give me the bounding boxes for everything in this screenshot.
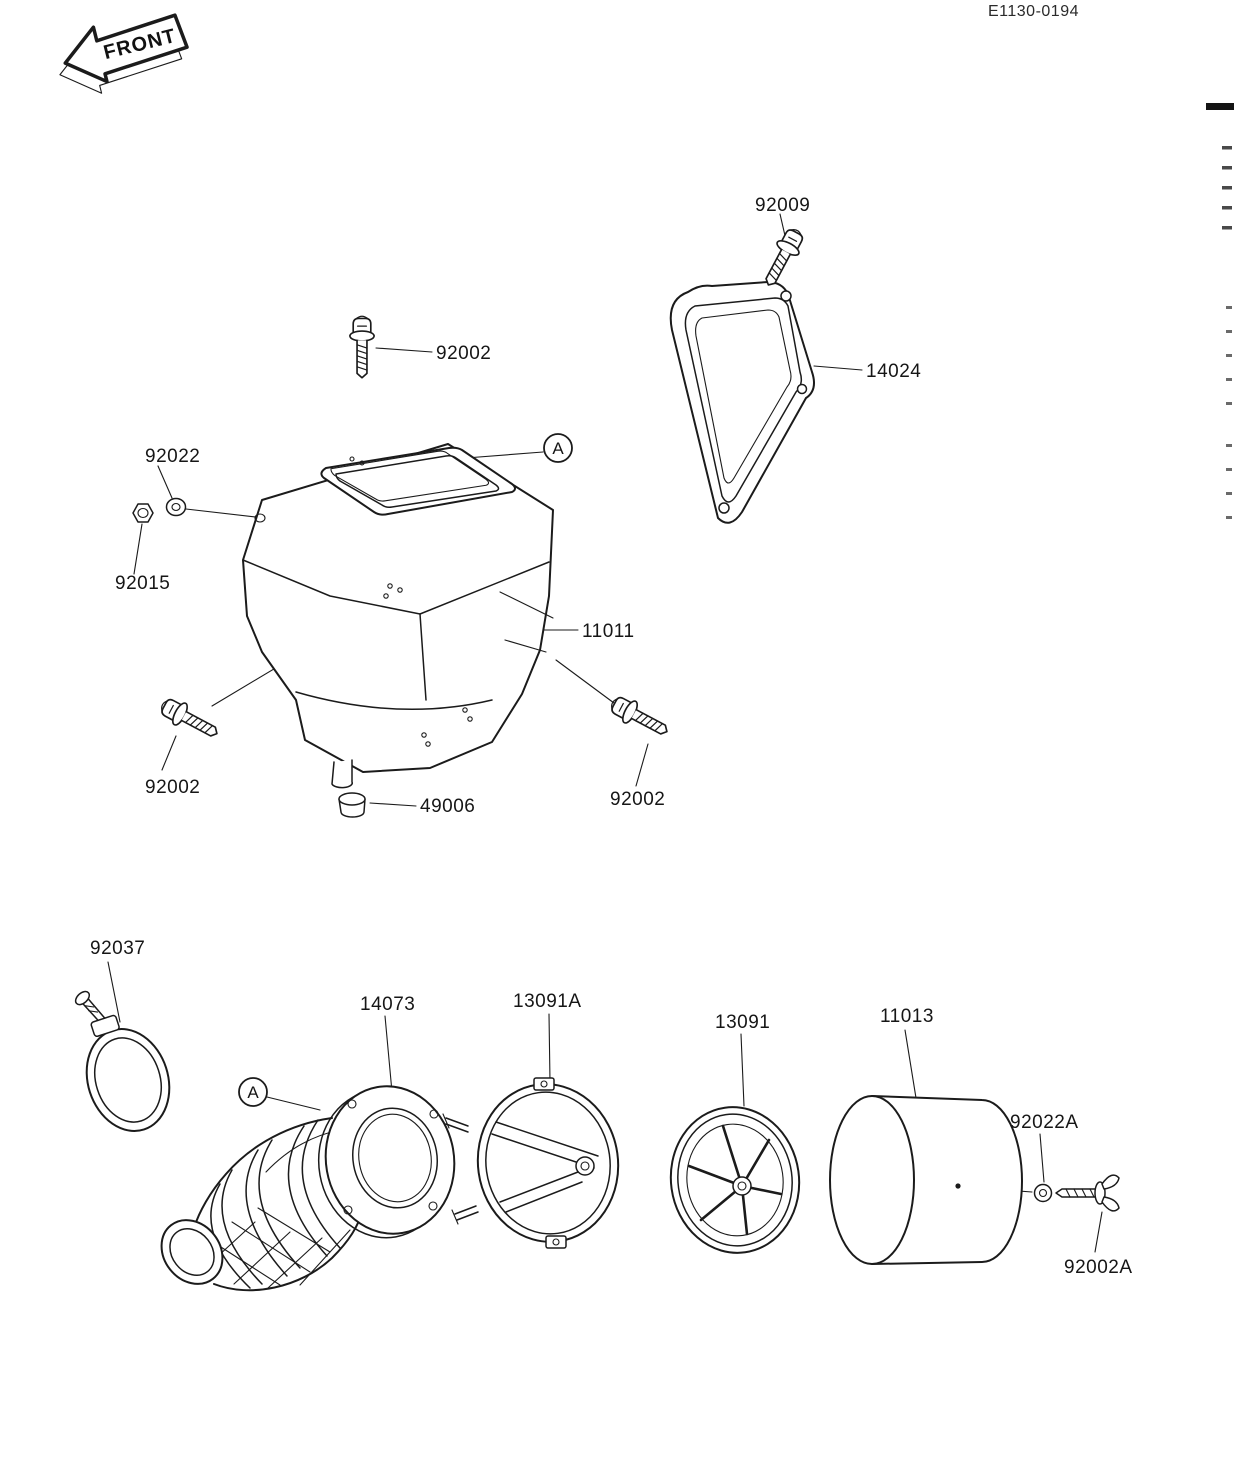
- view-marker-a-bottom: A: [238, 1077, 268, 1107]
- screw-92002-right-drawing: [606, 691, 674, 744]
- view-marker-a-top-label: A: [552, 439, 564, 458]
- callout-92022: 92022: [145, 446, 200, 467]
- view-marker-a-top: A: [543, 433, 573, 463]
- callout-13091: 13091: [715, 1012, 770, 1033]
- hose-clamp-92037-drawing: [74, 990, 171, 1132]
- callout-92009: 92009: [755, 195, 810, 216]
- callout-14024: 14024: [866, 361, 921, 382]
- drain-plug-49006-drawing: [338, 792, 366, 818]
- washer-92022-drawing: [165, 497, 187, 517]
- filter-cage-13091-drawing: [669, 1106, 801, 1254]
- callout-11011: 11011: [582, 621, 635, 642]
- cover-plate-14024-drawing: [669, 281, 815, 524]
- callout-14073: 14073: [360, 994, 415, 1015]
- washer-92022a-drawing: [1033, 1183, 1053, 1203]
- screw-92002-top-drawing: [349, 315, 375, 379]
- leader-lines: [107, 213, 1103, 1253]
- callout-11013: 11013: [880, 1006, 934, 1027]
- page-edge-artifacts: [1206, 103, 1234, 519]
- callout-92015: 92015: [115, 573, 170, 594]
- callout-92002a: 92002A: [1064, 1257, 1133, 1278]
- callout-92002-right: 92002: [610, 789, 665, 810]
- nut-92015-drawing: [132, 503, 154, 523]
- doc-code: E1130-0194: [988, 3, 1079, 20]
- screw-92009-drawing: [756, 224, 809, 292]
- view-marker-a-bottom-label: A: [247, 1083, 259, 1102]
- front-arrow: FRONT: [59, 13, 189, 94]
- filter-element-11013-drawing: [829, 1095, 1023, 1265]
- callout-49006: 49006: [420, 796, 475, 817]
- screw-92002-left-drawing: [156, 693, 224, 746]
- air-cleaner-case-11011-drawing: [242, 443, 554, 789]
- callout-92022a: 92022A: [1010, 1112, 1079, 1133]
- callout-92037: 92037: [90, 938, 145, 959]
- backing-plate-13091a-drawing: [442, 1077, 620, 1249]
- wing-bolt-92002a-drawing: [1055, 1174, 1120, 1212]
- intake-duct-14073-drawing: [160, 1085, 456, 1292]
- callout-92002-left: 92002: [145, 777, 200, 798]
- callout-labels: 92009 14024 92002 92022 92015 11011 9200…: [90, 195, 1133, 1278]
- callout-13091a: 13091A: [513, 991, 582, 1012]
- callout-92002-top: 92002: [436, 343, 491, 364]
